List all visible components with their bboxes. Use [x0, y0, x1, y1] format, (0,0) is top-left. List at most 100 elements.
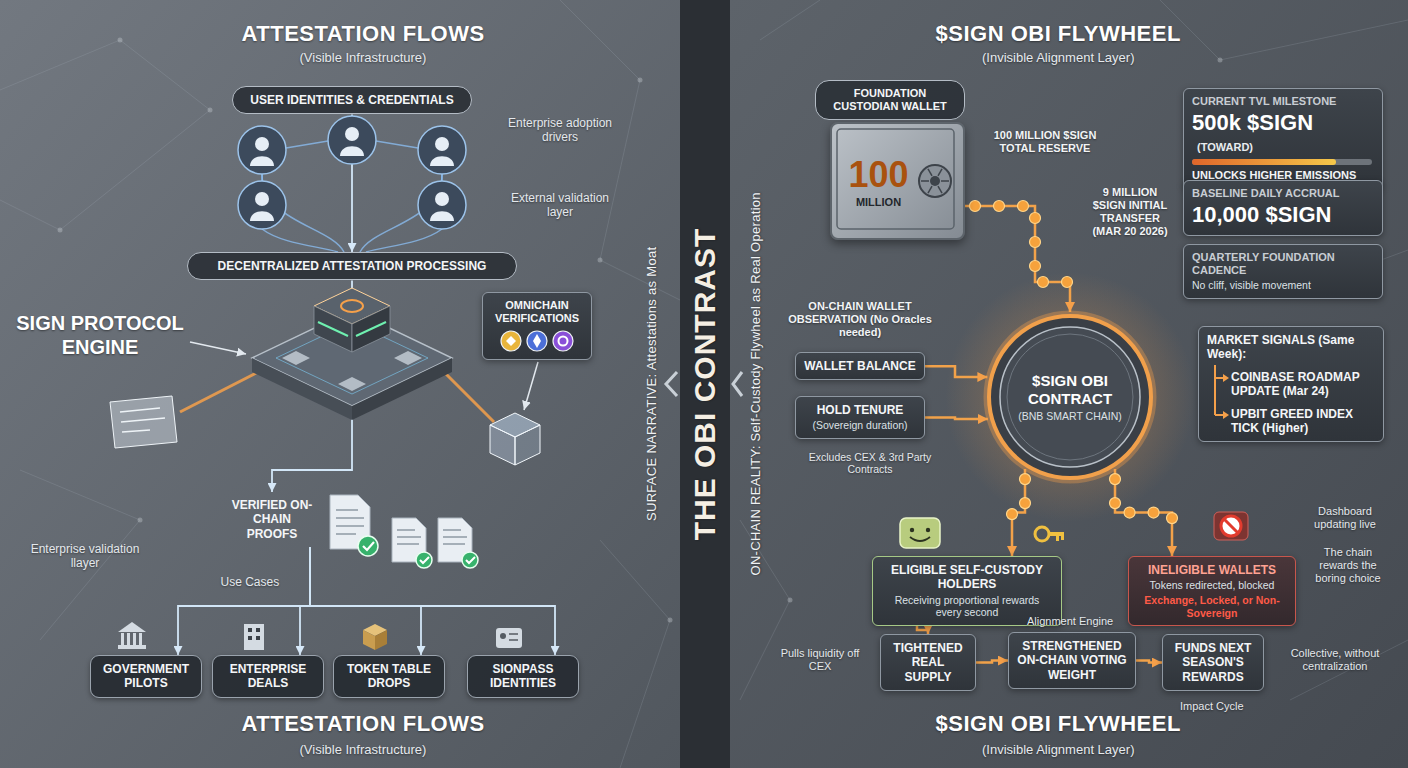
node-text: HOLD TENURE — [804, 403, 916, 417]
node-text: TOKEN TABLE DROPS — [342, 662, 436, 691]
flow-connector — [1115, 469, 1172, 556]
panel-heading: $SIGN OBI FLYWHEEL — [936, 711, 1181, 737]
network-dots — [58, 228, 63, 233]
engine-pipe — [180, 370, 262, 412]
use-case-icon — [375, 630, 387, 650]
side-note: Enterprise adoption drivers — [500, 116, 620, 145]
flow-connector — [310, 547, 555, 655]
flow-connector — [178, 547, 310, 655]
reserve-vault-shape — [938, 186, 942, 193]
use-case-icon — [509, 634, 518, 640]
node-text: Tokens redirected, blocked — [1137, 579, 1287, 592]
protocol-engine — [394, 351, 422, 365]
token-coin — [1167, 513, 1178, 524]
reserve-vault-shape — [921, 180, 929, 182]
blocked-wallet-icon — [1221, 516, 1241, 536]
node-text: FUNDS NEXT SEASON'S REWARDS — [1171, 641, 1255, 684]
reserve-note: 100 MILLION $SIGN TOTAL RESERVE — [985, 129, 1105, 155]
node-text: BASELINE DAILY ACCRUAL — [1192, 187, 1374, 200]
use-case-icon — [244, 624, 264, 650]
network-lines — [600, 540, 670, 768]
use-case-icon — [133, 633, 136, 645]
metric-card: BASELINE DAILY ACCRUAL10,000 $SIGN — [1183, 180, 1383, 236]
identity-links — [262, 229, 338, 252]
metric-card: QUARTERLY FOUNDATION CADENCE No cliff, vi… — [1183, 244, 1383, 299]
node-text: MARKET SIGNALS (Same Week): — [1207, 333, 1375, 362]
user-icon — [340, 146, 364, 156]
token-coin — [1124, 507, 1135, 518]
token-coin — [1110, 498, 1121, 509]
protocol-engine — [338, 377, 366, 391]
divider-chevron — [733, 372, 742, 396]
glass-cube — [490, 425, 515, 465]
vertical-caption: SURFACE NARRATIVE: Attestations as Moat — [644, 247, 660, 521]
node-text: UPBIT GREED INDEX TICK (Higher) — [1207, 407, 1375, 436]
network-dots — [138, 518, 143, 523]
reserve-vault-shape — [919, 165, 951, 197]
identity-links — [441, 174, 443, 181]
chain-box-shape — [501, 331, 521, 351]
user-icon — [250, 156, 274, 166]
reserve-vault-shape — [938, 169, 942, 176]
leader-arrow — [190, 342, 246, 354]
use-case-pill: SIONPASS IDENTITIES — [467, 655, 579, 698]
chain-box-shape — [553, 331, 573, 351]
node-text: COINBASE ROADMAP UPDATE (Mar 24) — [1207, 370, 1375, 399]
use-case-icon — [118, 645, 146, 649]
network-lines — [0, 40, 210, 230]
proof-document — [416, 552, 432, 568]
node-text: CURRENT TVL MILESTONE — [1192, 95, 1374, 108]
token-coin — [1007, 509, 1018, 520]
engine-pipe — [442, 370, 494, 422]
proof-document — [358, 536, 378, 556]
user-icon — [435, 192, 449, 206]
proof-document — [462, 552, 478, 568]
group-label: Impact Cycle — [1180, 700, 1244, 713]
protocol-engine — [318, 322, 348, 336]
node-text: INELIGIBLE WALLETS — [1137, 563, 1287, 577]
user-icon — [238, 116, 466, 229]
observation-note: ON-CHAIN WALLET OBSERVATION (No Oracles … — [780, 300, 940, 340]
key-icon — [1056, 536, 1059, 541]
impact-box: FUNDS NEXT SEASON'S REWARDS — [1162, 634, 1264, 691]
group-label: Alignment Engine — [1027, 615, 1113, 628]
user-icon — [250, 211, 274, 221]
user-icon — [345, 127, 359, 141]
identity-links — [366, 229, 442, 252]
flow-connector — [300, 547, 310, 655]
contract-hub-shape — [1007, 334, 1133, 460]
protocol-engine — [252, 288, 452, 420]
panel-subheading: (Visible Infrastructure) — [300, 50, 427, 66]
node-text: OMNICHAIN VERIFICATIONS — [489, 299, 585, 325]
user-icon — [430, 156, 454, 166]
signal-card-shape — [1215, 377, 1223, 379]
divider-chevron — [666, 372, 677, 396]
token-coin — [1020, 498, 1031, 509]
wallet-icon — [900, 518, 940, 548]
network-dots — [208, 108, 213, 113]
use-case-icon — [118, 622, 522, 650]
token-coin — [1020, 474, 1031, 485]
glass-cube — [515, 425, 540, 465]
key-icon — [1035, 527, 1049, 541]
token-coin — [1030, 261, 1041, 272]
input-box: WALLET BALANCE — [795, 352, 925, 380]
token-coin — [970, 201, 981, 212]
flow-connector — [925, 417, 988, 419]
stage-pill: DECENTRALIZED ATTESTATION PROCESSING — [187, 252, 517, 280]
use-case-icon — [121, 633, 124, 645]
node-text: No cliff, visible movement — [1192, 279, 1374, 292]
node-text: 500k $SIGN — [1192, 110, 1313, 136]
signal-card-shape — [1214, 365, 1216, 415]
user-icon — [418, 126, 466, 174]
use-case-icon — [256, 636, 260, 640]
chain-box: OMNICHAIN VERIFICATIONS — [482, 292, 592, 360]
flow-connector — [925, 366, 987, 377]
protocol-engine — [352, 306, 390, 352]
metric-card-shape — [1192, 159, 1336, 165]
node-text: QUARTERLY FOUNDATION CADENCE — [1192, 251, 1374, 277]
use-case-icon — [127, 633, 130, 645]
node-text: DECENTRALIZED ATTESTATION PROCESSING — [196, 259, 508, 273]
